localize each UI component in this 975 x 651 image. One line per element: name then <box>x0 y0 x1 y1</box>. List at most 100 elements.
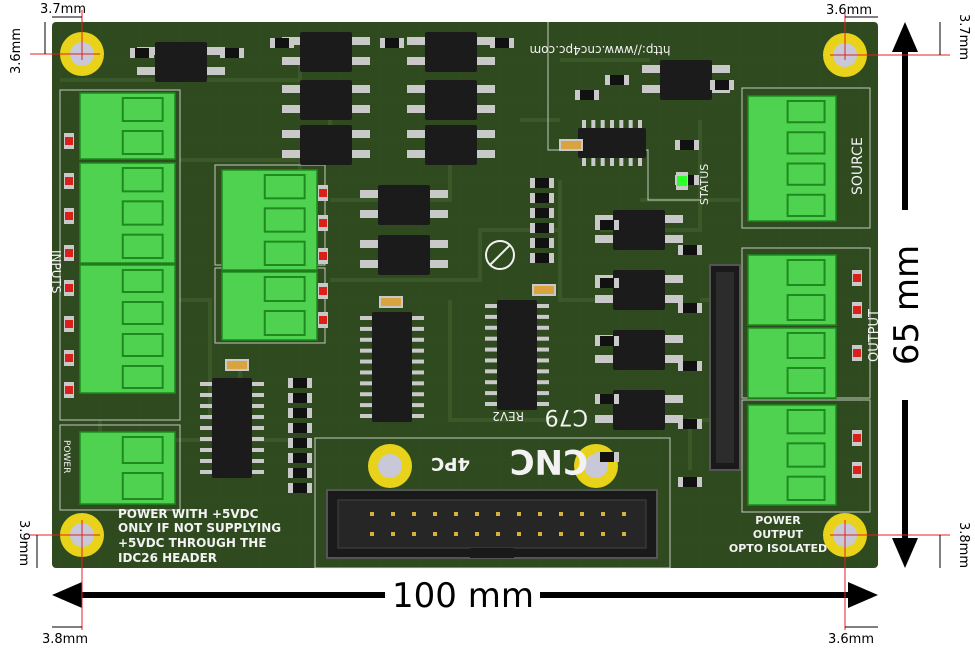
top-right-y-offset: 3.7mm <box>956 14 971 60</box>
optocoupler <box>360 185 448 225</box>
header-pin <box>601 512 605 516</box>
optocoupler <box>407 32 495 72</box>
output-label: OUTPUT <box>867 309 882 362</box>
led <box>318 283 328 299</box>
header-pin <box>538 512 542 516</box>
output-note: POWER OUTPUT OPTO ISOLATED <box>729 514 827 555</box>
header-pin <box>559 532 563 536</box>
silkscreen-outlines <box>59 22 871 569</box>
bottom-left-y-offset: 3.9mm <box>16 520 31 566</box>
header-pin <box>475 512 479 516</box>
led <box>318 312 328 328</box>
header-pin <box>370 532 374 536</box>
resistor <box>530 253 554 263</box>
led <box>318 215 328 231</box>
led <box>64 208 74 224</box>
resistor <box>490 38 514 48</box>
resistor <box>678 361 702 371</box>
output-note-line-1: POWER <box>755 514 801 527</box>
resistor <box>530 193 554 203</box>
top-right-x-offset: 3.6mm <box>826 3 872 18</box>
header-pin <box>433 512 437 516</box>
led <box>64 245 74 261</box>
silkscreen-text: http://www.cnc4pc.com INPUTS POWER STATU… <box>49 43 882 565</box>
vertical-header <box>709 264 741 471</box>
height-label: 65 mm <box>887 245 927 365</box>
hole-center-markers <box>30 10 950 630</box>
power-note-line-1: POWER WITH +5VDC <box>118 507 259 521</box>
resistor <box>288 468 312 478</box>
status-led <box>676 172 688 190</box>
resistor <box>575 90 599 100</box>
header-pin <box>454 532 458 536</box>
resistor <box>530 223 554 233</box>
led <box>852 345 862 361</box>
indicator-leds <box>64 133 862 478</box>
revision-label: REV2 <box>492 409 524 423</box>
resistor <box>675 140 699 150</box>
height-arrow <box>892 22 918 568</box>
resistor <box>595 278 619 288</box>
power-note: POWER WITH +5VDC ONLY IF NOT SUPPLYING +… <box>118 507 281 565</box>
terminal-block <box>79 431 176 505</box>
optocoupler <box>595 210 683 250</box>
integrated-circuits <box>137 32 730 478</box>
header-pin <box>370 512 374 516</box>
output-note-line-2: OUTPUT <box>753 528 804 541</box>
header-pin <box>412 532 416 536</box>
led <box>852 302 862 318</box>
terminal-blocks <box>79 92 837 506</box>
header-pin <box>517 512 521 516</box>
resistor <box>678 477 702 487</box>
resistor <box>605 75 629 85</box>
led <box>852 462 862 478</box>
source-label: SOURCE <box>850 137 866 195</box>
idc26-header <box>326 489 658 559</box>
terminal-block <box>747 254 837 326</box>
resistor <box>678 303 702 313</box>
terminal-block <box>221 169 318 271</box>
status-label: STATUS <box>698 164 711 205</box>
power-note-line-2: ONLY IF NOT SUPPLYING <box>118 521 281 535</box>
terminal-block <box>79 92 176 160</box>
header-pin <box>433 532 437 536</box>
resistor <box>595 220 619 230</box>
resistor <box>595 394 619 404</box>
dimension-annotations: 100 mm 65 mm <box>9 2 971 647</box>
optocoupler <box>282 125 370 165</box>
optocoupler <box>360 235 448 275</box>
resistor <box>220 48 244 58</box>
led <box>64 382 74 398</box>
url-label: http://www.cnc4pc.com <box>529 43 670 57</box>
led <box>64 350 74 366</box>
resistor <box>595 336 619 346</box>
header-pin <box>496 512 500 516</box>
header-pin <box>559 512 563 516</box>
top-left-x-offset: 3.7mm <box>40 2 86 17</box>
optocoupler <box>407 125 495 165</box>
power-note-line-3: +5VDC THROUGH THE <box>118 536 267 550</box>
led <box>64 133 74 149</box>
header-pin <box>580 512 584 516</box>
header-pin <box>538 532 542 536</box>
resistor <box>288 438 312 448</box>
chip <box>200 378 264 478</box>
terminal-block <box>747 327 837 399</box>
resistor <box>530 208 554 218</box>
width-arrow <box>52 582 878 608</box>
led <box>64 280 74 296</box>
terminal-block <box>747 95 837 222</box>
led <box>852 430 862 446</box>
bottom-right-x-offset: 3.6mm <box>828 632 874 647</box>
chip <box>578 120 646 166</box>
header-pin <box>622 512 626 516</box>
capacitor <box>532 284 556 296</box>
resistor <box>530 238 554 248</box>
header-pin <box>391 512 395 516</box>
resistor <box>380 38 404 48</box>
inputs-label: INPUTS <box>49 250 63 293</box>
resistor <box>270 38 294 48</box>
header-mount-hole-left <box>368 444 412 488</box>
led <box>318 248 328 264</box>
